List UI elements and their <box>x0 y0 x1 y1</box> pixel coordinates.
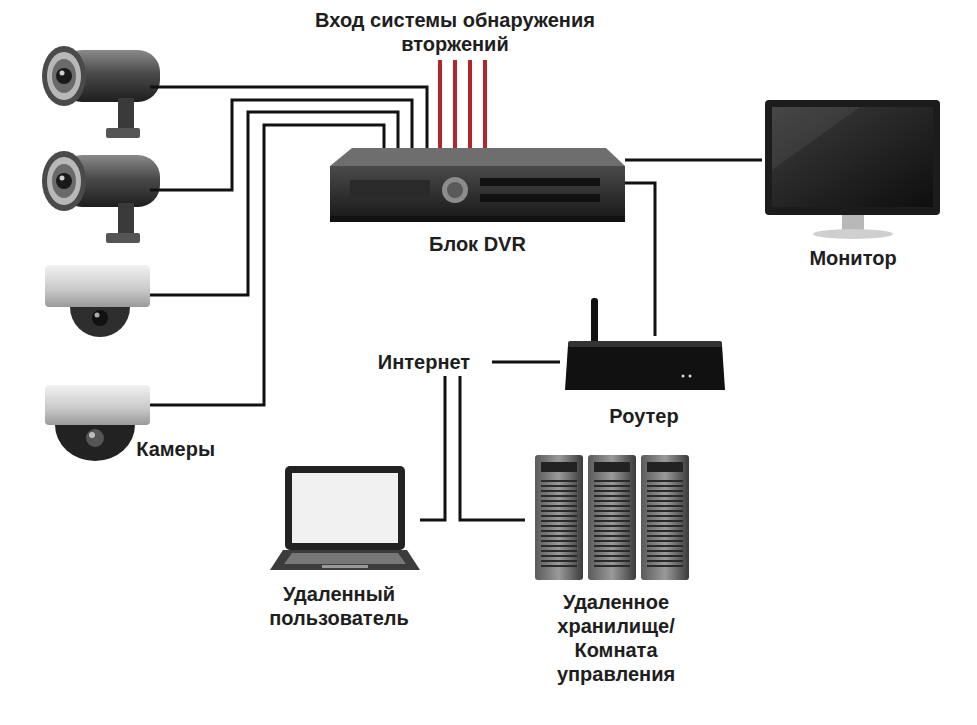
camera-group: Камеры <box>30 35 219 461</box>
cable <box>625 159 762 162</box>
server-towers <box>535 455 689 580</box>
alarm-input: Вход системы обнаружения вторжений <box>280 8 630 56</box>
monitor-box: Монитор <box>762 98 944 270</box>
node-label: Интернет <box>360 350 488 374</box>
router <box>565 298 725 390</box>
node-label: Камеры <box>30 437 219 461</box>
node-label: Монитор <box>762 246 944 270</box>
dvr-box: Блок DVR <box>330 148 625 256</box>
cable <box>460 376 525 520</box>
camera-icons <box>42 46 219 461</box>
monitor <box>765 100 940 239</box>
remote-storage: Удаленное хранилище/ Комната управления <box>525 450 707 686</box>
alarm-wires <box>440 60 485 148</box>
cable <box>625 183 655 336</box>
remote-user: Удаленный пользователь <box>258 460 420 630</box>
internet-label: Интернет <box>360 350 488 374</box>
node-label: Вход системы обнаружения вторжений <box>280 8 630 56</box>
node-label: Роутер <box>560 404 728 428</box>
node-label: Блок DVR <box>330 232 625 256</box>
router-box: Роутер <box>560 336 728 428</box>
cable <box>420 376 445 520</box>
laptop <box>270 466 420 570</box>
cable <box>492 361 560 364</box>
node-label: Удаленное хранилище/ Комната управления <box>525 590 707 686</box>
dvr-unit <box>330 148 625 222</box>
node-label: Удаленный пользователь <box>258 582 420 630</box>
